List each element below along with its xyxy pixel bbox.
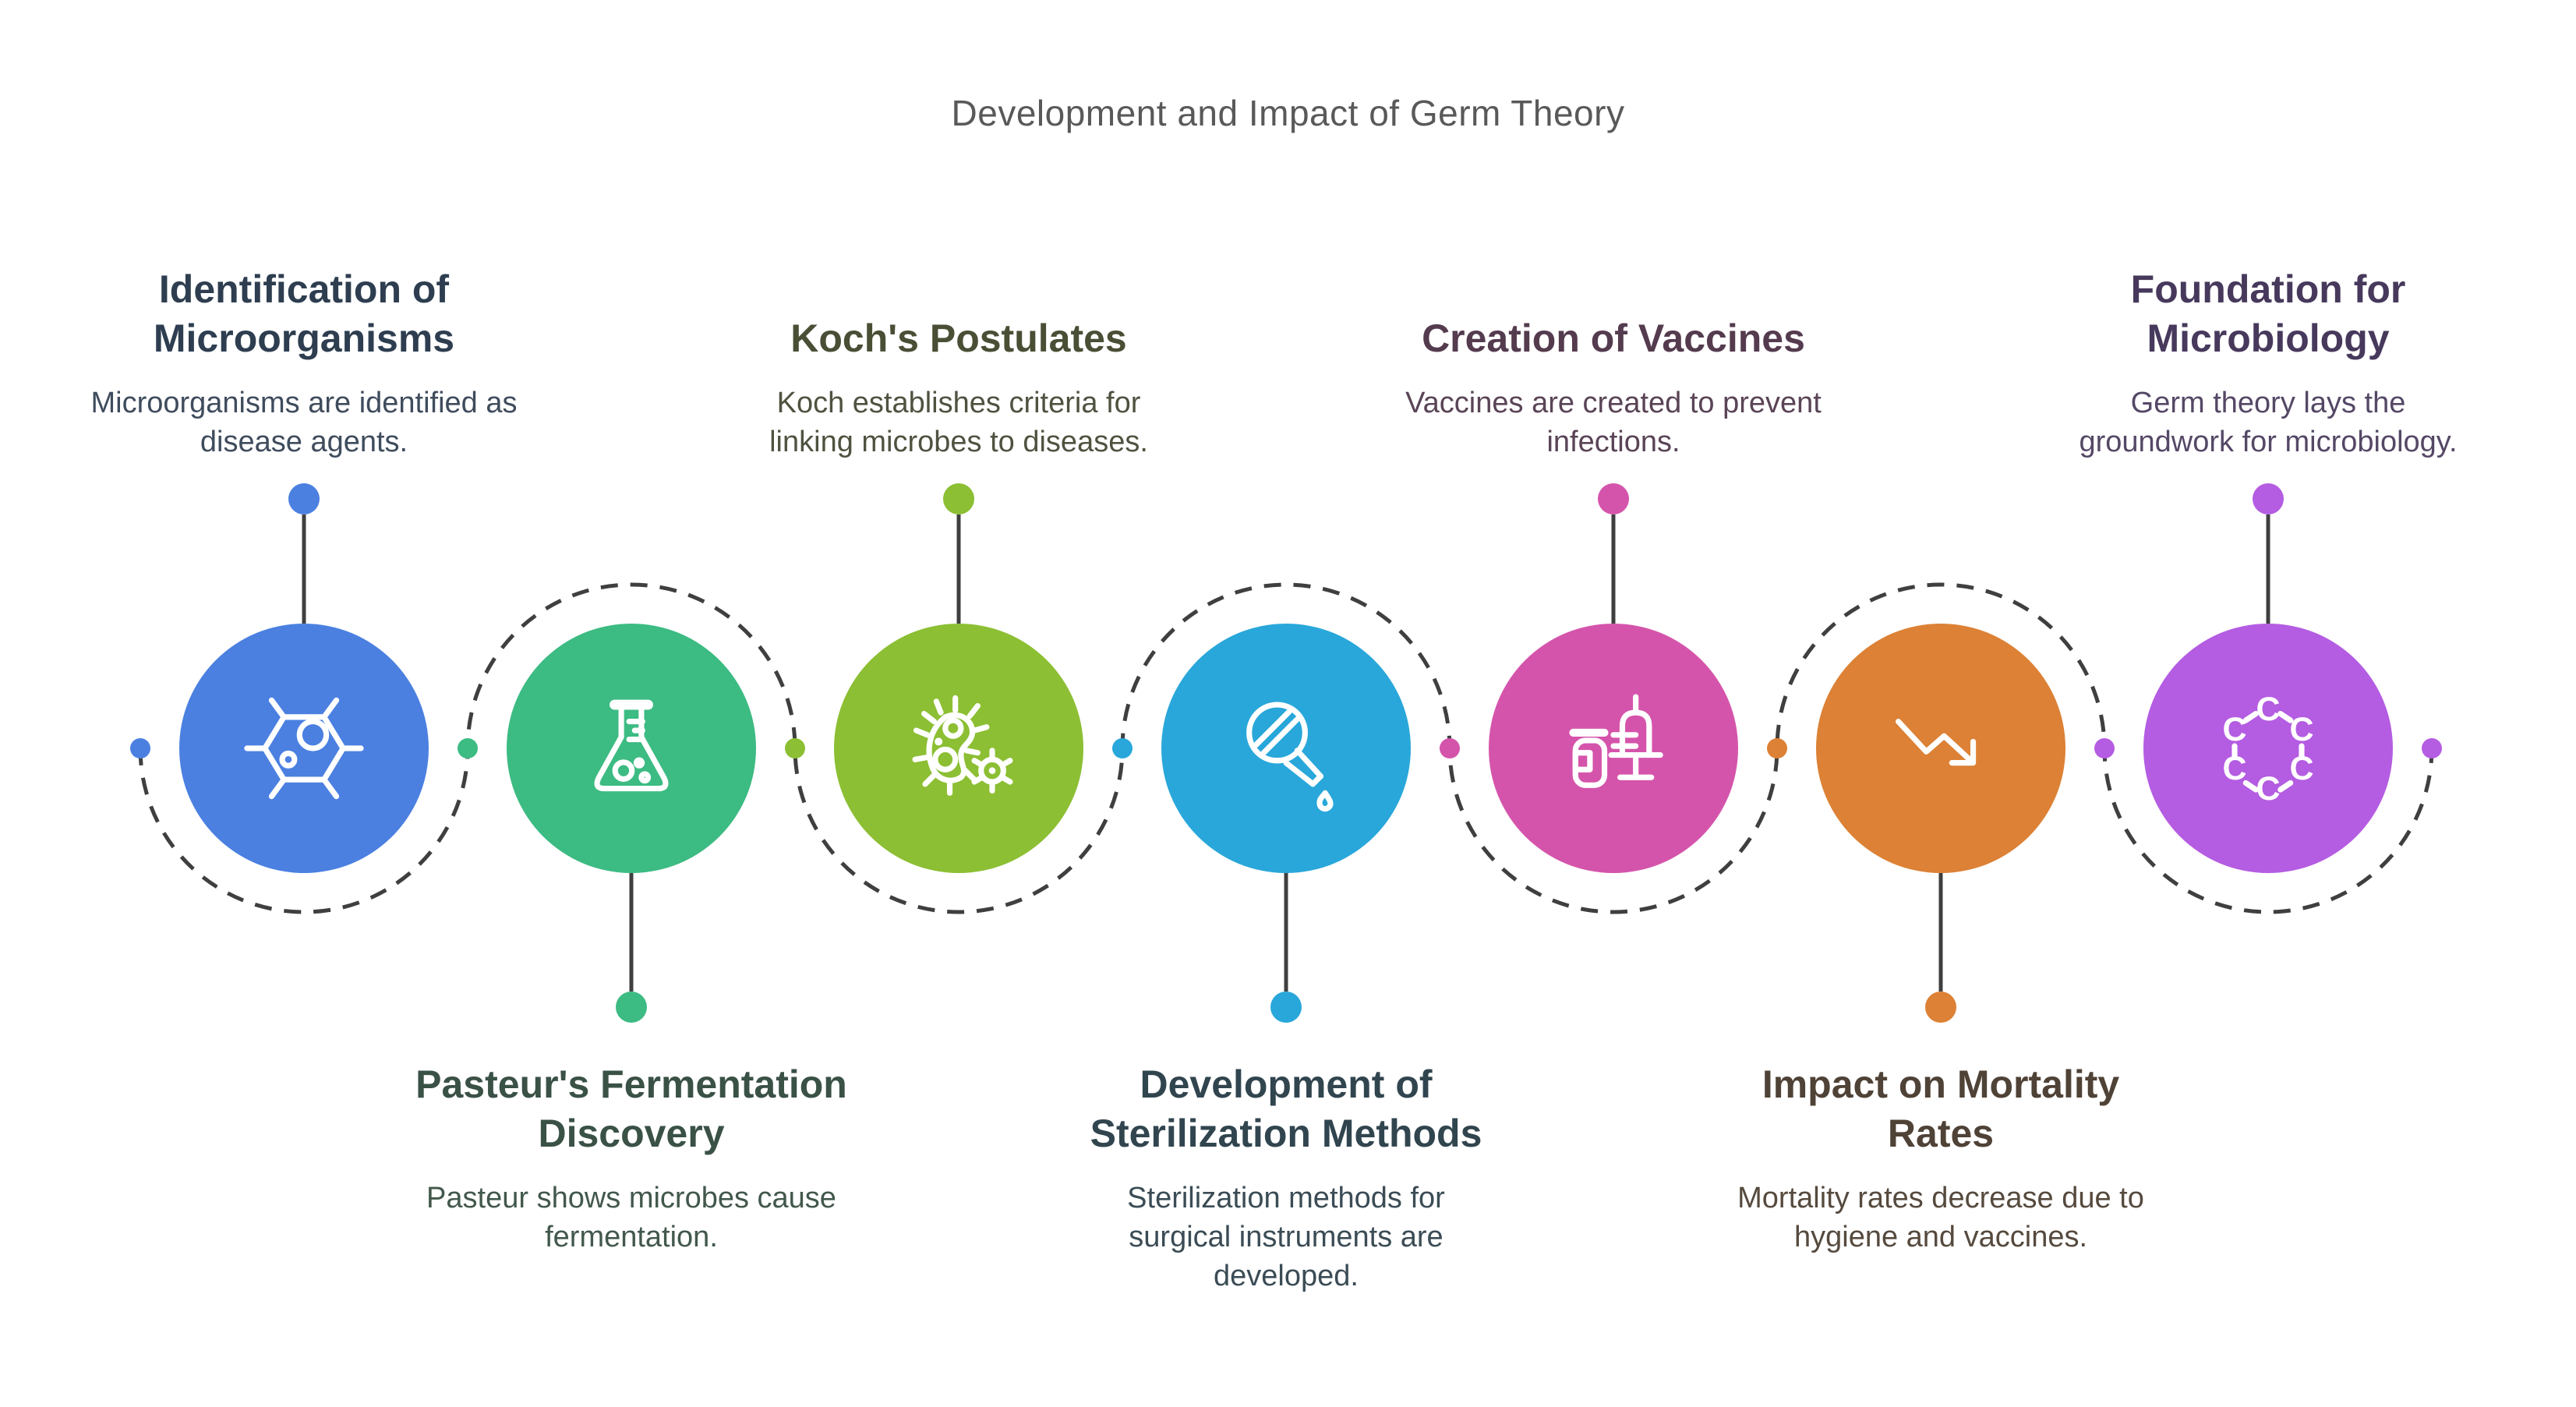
svg-text:C: C (2289, 711, 2313, 748)
step-7-label: Foundation for Microbiology Germ theory … (2011, 265, 2525, 461)
page-title: Development and Impact of Germ Theory (951, 93, 1625, 133)
step-description: Koch establishes criteria for linking mi… (769, 386, 1148, 458)
step-7-circle: C C C C C C (2143, 624, 2393, 873)
step-title: Impact on Mortality Rates (1762, 1062, 2120, 1155)
step-4-circle (1161, 624, 1411, 873)
step-stem-dot (1925, 992, 1956, 1023)
dropper-icon (1246, 702, 1334, 812)
step-description: Pasteur shows microbes cause fermentatio… (426, 1182, 836, 1254)
timeline-junction-dot (2422, 738, 2442, 758)
step-stem-dot (1598, 483, 1629, 514)
timeline-junction-dot (1767, 738, 1787, 758)
vaccine-syringe-icon (1569, 694, 1663, 788)
timeline-junction-dot (2094, 738, 2115, 758)
timeline-dashed-path (138, 582, 2434, 914)
timeline-junction-dot (785, 738, 805, 758)
molecule-ring-icon: C C C C C C (2222, 691, 2313, 808)
step-title: Creation of Vaccines (1422, 316, 1805, 360)
step-3-label: Koch's Postulates Koch establishes crite… (701, 314, 1216, 461)
timeline-junction-dot (1112, 738, 1133, 758)
step-title: Foundation for Microbiology (2130, 267, 2406, 360)
step-stem-dot (943, 483, 974, 514)
timeline-junction-dot (458, 738, 478, 758)
step-stem-dot (616, 992, 647, 1023)
timeline-junction-dot (1440, 738, 1460, 758)
step-2-circle (507, 624, 756, 873)
step-6-circle (1816, 624, 2065, 873)
svg-text:C: C (2222, 711, 2246, 748)
svg-text:C: C (2256, 691, 2280, 728)
step-stem-dot (288, 483, 320, 514)
step-title: Pasteur's Fermentation Discovery (415, 1062, 847, 1155)
step-stem-dot (2253, 483, 2284, 514)
svg-text:C: C (2256, 770, 2280, 808)
step-3-circle (834, 624, 1083, 873)
step-5-circle (1489, 624, 1738, 873)
step-title: Identification of Microorganisms (153, 267, 455, 360)
step-1-label: Identification of Microorganisms Microor… (47, 265, 561, 461)
declining-trend-icon (1895, 719, 1977, 766)
flask-icon (594, 699, 669, 792)
timeline-junction-dot (130, 738, 150, 758)
step-description: Vaccines are created to prevent infectio… (1405, 386, 1822, 458)
step-title: Koch's Postulates (790, 316, 1127, 360)
step-4-label: Development of Sterilization Methods Ste… (1029, 1060, 1543, 1296)
bacteria-icon (912, 695, 1013, 796)
step-stem-dot (1270, 992, 1302, 1023)
step-description: Microorganisms are identified as disease… (90, 386, 518, 458)
microbe-cell-icon (244, 697, 364, 800)
step-description: Germ theory lays the groundwork for micr… (2079, 386, 2458, 458)
step-1-circle (179, 624, 429, 873)
step-title: Development of Sterilization Methods (1090, 1062, 1482, 1155)
step-description: Mortality rates decrease due to hygiene … (1737, 1182, 2144, 1254)
step-5-label: Creation of Vaccines Vaccines are create… (1356, 314, 1871, 461)
step-description: Sterilization methods for surgical instr… (1127, 1182, 1445, 1293)
step-2-label: Pasteur's Fermentation Discovery Pasteur… (374, 1060, 889, 1257)
step-6-label: Impact on Mortality Rates Mortality rate… (1684, 1060, 2198, 1257)
